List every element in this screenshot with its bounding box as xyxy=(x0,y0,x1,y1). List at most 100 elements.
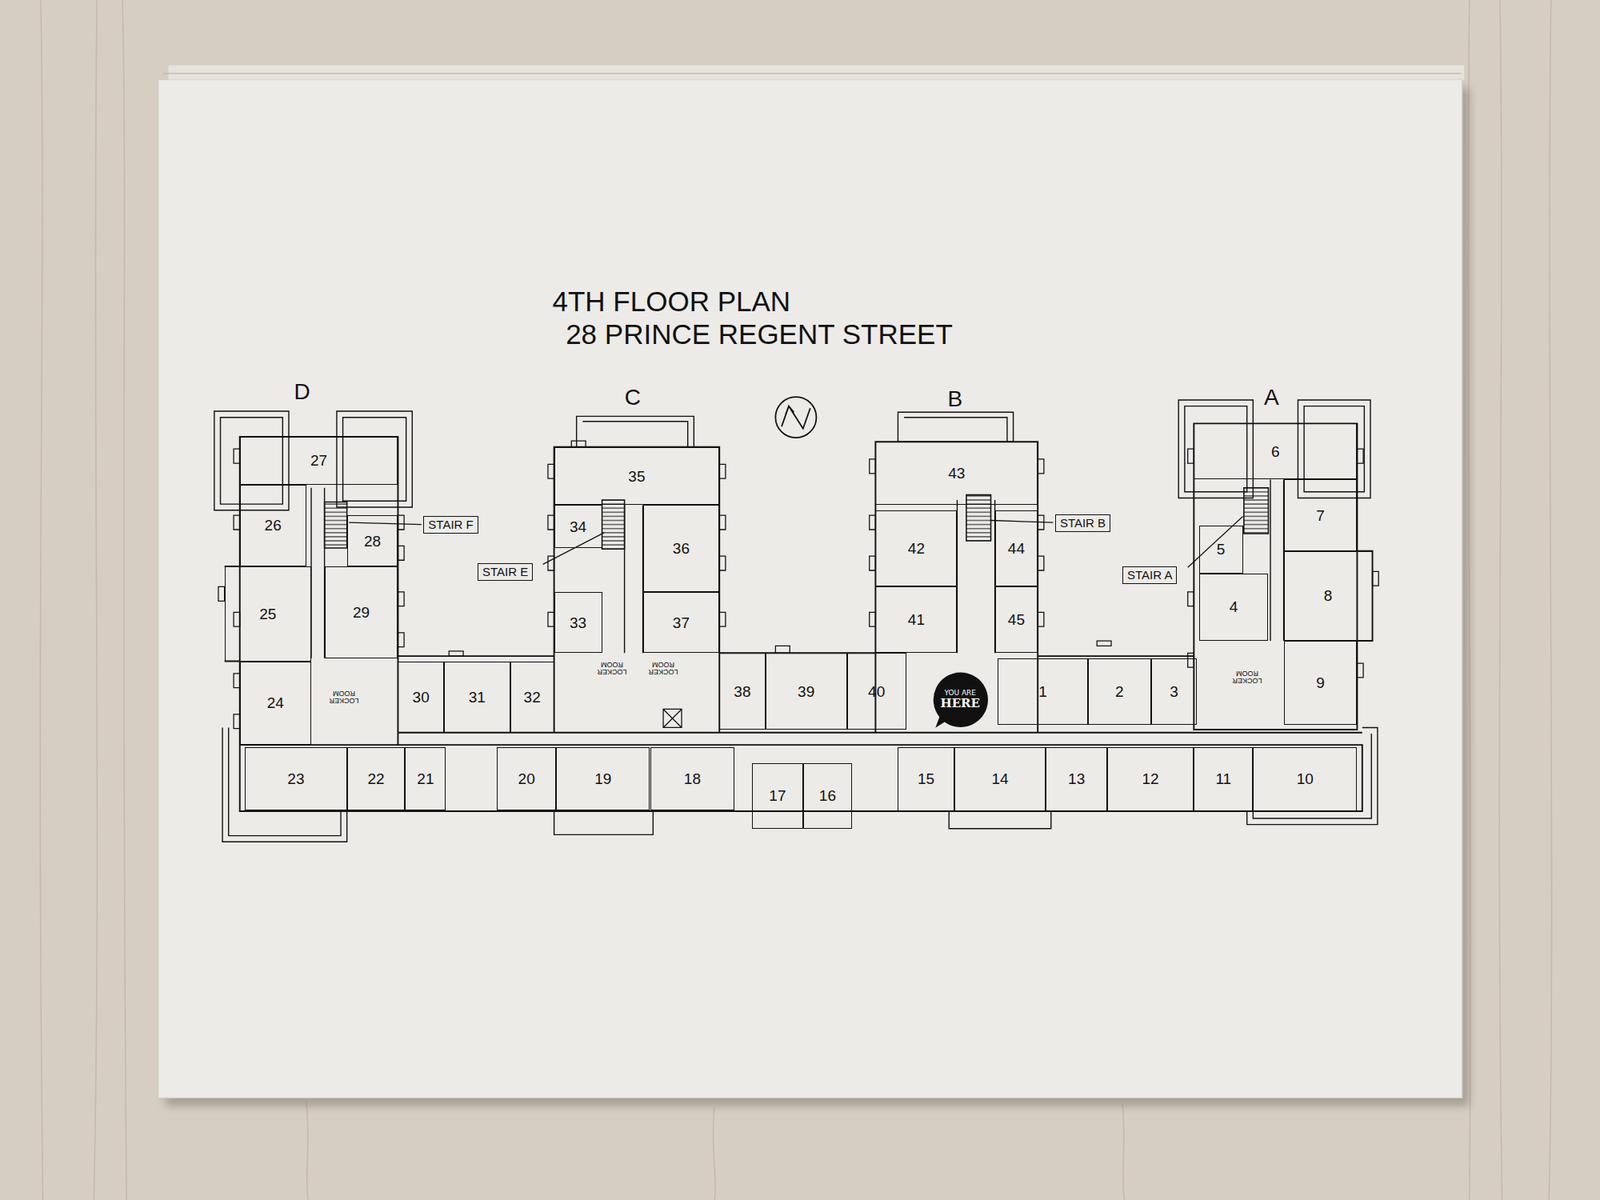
wood-grain xyxy=(40,0,1552,1200)
plan-title: 4TH FLOOR PLAN xyxy=(552,287,791,316)
unit-number: 4 xyxy=(1229,599,1239,615)
apartment-unit: 21 xyxy=(404,747,446,811)
unit-number: 18 xyxy=(684,771,701,787)
unit-number: 20 xyxy=(518,771,536,787)
unit-number: 10 xyxy=(1296,771,1314,787)
apartment-unit: 13 xyxy=(1045,747,1108,812)
unit-number: 44 xyxy=(1008,540,1025,556)
apartment-unit: 4 xyxy=(1199,573,1269,641)
room-label: LOCKER ROOM xyxy=(328,689,360,704)
apartment-unit: 14 xyxy=(954,747,1047,812)
room-label: LOCKER ROOM xyxy=(648,660,679,676)
apartment-unit: 42 xyxy=(875,510,957,588)
unit-number: 22 xyxy=(367,771,384,787)
unit-number: 9 xyxy=(1316,675,1325,691)
address-subtitle: 28 PRINCE REGENT STREET xyxy=(565,320,953,348)
apartment-unit: 7 xyxy=(1284,479,1358,551)
apartment-unit: 44 xyxy=(995,510,1039,588)
wing-letter: D xyxy=(293,380,310,404)
badge-text: YOU ARE xyxy=(944,689,976,697)
unit-number: 29 xyxy=(352,604,370,620)
unit-number: 28 xyxy=(364,533,381,549)
unit-number: 6 xyxy=(1271,444,1280,460)
stair-label-box: STAIR E xyxy=(477,563,533,581)
room-label: LOCKER ROOM xyxy=(1232,669,1263,684)
apartment-unit: 37 xyxy=(643,592,720,654)
unit-number: 34 xyxy=(569,519,587,535)
unit-number: 38 xyxy=(733,684,751,700)
unit-number: 12 xyxy=(1142,771,1160,787)
apartment-unit: 45 xyxy=(995,586,1039,653)
laminate-edge xyxy=(163,72,1461,74)
unit-number: 25 xyxy=(259,606,276,622)
unit-number: 8 xyxy=(1324,588,1333,604)
tape-strip xyxy=(168,65,1464,80)
apartment-unit: 40 xyxy=(847,652,907,730)
stair-name: STAIR B xyxy=(1060,516,1106,530)
unit-number: 16 xyxy=(819,788,836,804)
unit-number: 1 xyxy=(1038,684,1048,700)
apartment-unit: 25 xyxy=(224,566,312,662)
unit-number: 40 xyxy=(868,684,885,700)
unit-number: 36 xyxy=(672,540,690,556)
apartment-unit: 11 xyxy=(1193,747,1253,812)
wing-letter: B xyxy=(948,388,964,411)
apartment-unit: 15 xyxy=(897,747,954,812)
apartment-unit: 22 xyxy=(347,747,406,811)
unit-number: 41 xyxy=(908,612,925,628)
stair-name: STAIR E xyxy=(482,564,528,579)
apartment-unit: 27 xyxy=(240,436,399,485)
apartment-unit: 32 xyxy=(510,661,555,733)
apartment-unit: 17 xyxy=(752,763,804,829)
north-arrow-ring xyxy=(775,396,816,438)
unit-number: 30 xyxy=(412,689,430,705)
apartment-unit: 26 xyxy=(240,484,307,567)
unit-number: 2 xyxy=(1115,684,1124,700)
apartment-unit: 38 xyxy=(719,652,765,730)
unit-number: 15 xyxy=(917,771,935,787)
apartment-unit: 1 xyxy=(997,658,1088,725)
apartment-unit: 23 xyxy=(244,747,348,811)
unit-number: 17 xyxy=(768,788,786,804)
stair-label-box: STAIR F xyxy=(423,516,478,534)
apartment-unit: 31 xyxy=(444,661,511,733)
you-are-here-badge: YOU AREHERE xyxy=(932,671,989,728)
apartment-unit: 12 xyxy=(1107,747,1194,812)
unit-number: 35 xyxy=(628,468,645,484)
apartment-unit: 2 xyxy=(1088,658,1152,725)
apartment-unit: 39 xyxy=(765,652,848,730)
apartment-unit: 35 xyxy=(554,447,720,506)
unit-number: 23 xyxy=(287,771,304,787)
room-label: LOCKER ROOM xyxy=(596,660,628,676)
unit-number: 3 xyxy=(1169,684,1179,700)
apartment-unit: 18 xyxy=(650,747,736,811)
unit-number: 31 xyxy=(468,689,486,705)
stair-label-box: STAIR B xyxy=(1055,514,1111,532)
apartment-unit: 30 xyxy=(397,661,444,733)
apartment-unit: 10 xyxy=(1252,747,1357,812)
building-plan xyxy=(214,400,1379,842)
wing-outline xyxy=(224,423,1373,812)
unit-number: 21 xyxy=(416,771,434,787)
badge-bubble xyxy=(932,672,988,728)
unit-number: 42 xyxy=(908,540,925,556)
paper-sheet xyxy=(158,79,1463,1098)
apartment-unit: 24 xyxy=(240,661,312,746)
apartment-unit: 5 xyxy=(1199,525,1244,574)
unit-number: 32 xyxy=(524,689,541,705)
unit-number: 7 xyxy=(1316,508,1325,524)
unit-number: 27 xyxy=(310,452,328,468)
balcony-outline xyxy=(214,400,1378,842)
unit-number: 19 xyxy=(594,771,612,787)
unit-number: 26 xyxy=(264,517,282,533)
unit-number: 37 xyxy=(672,615,690,631)
apartment-unit: 43 xyxy=(875,441,1038,505)
wing-letter: A xyxy=(1264,386,1280,409)
apartment-unit: 6 xyxy=(1193,423,1357,480)
apartment-unit: 34 xyxy=(554,504,603,548)
elevator-symbol xyxy=(663,708,682,728)
unit-number: 43 xyxy=(948,465,965,481)
